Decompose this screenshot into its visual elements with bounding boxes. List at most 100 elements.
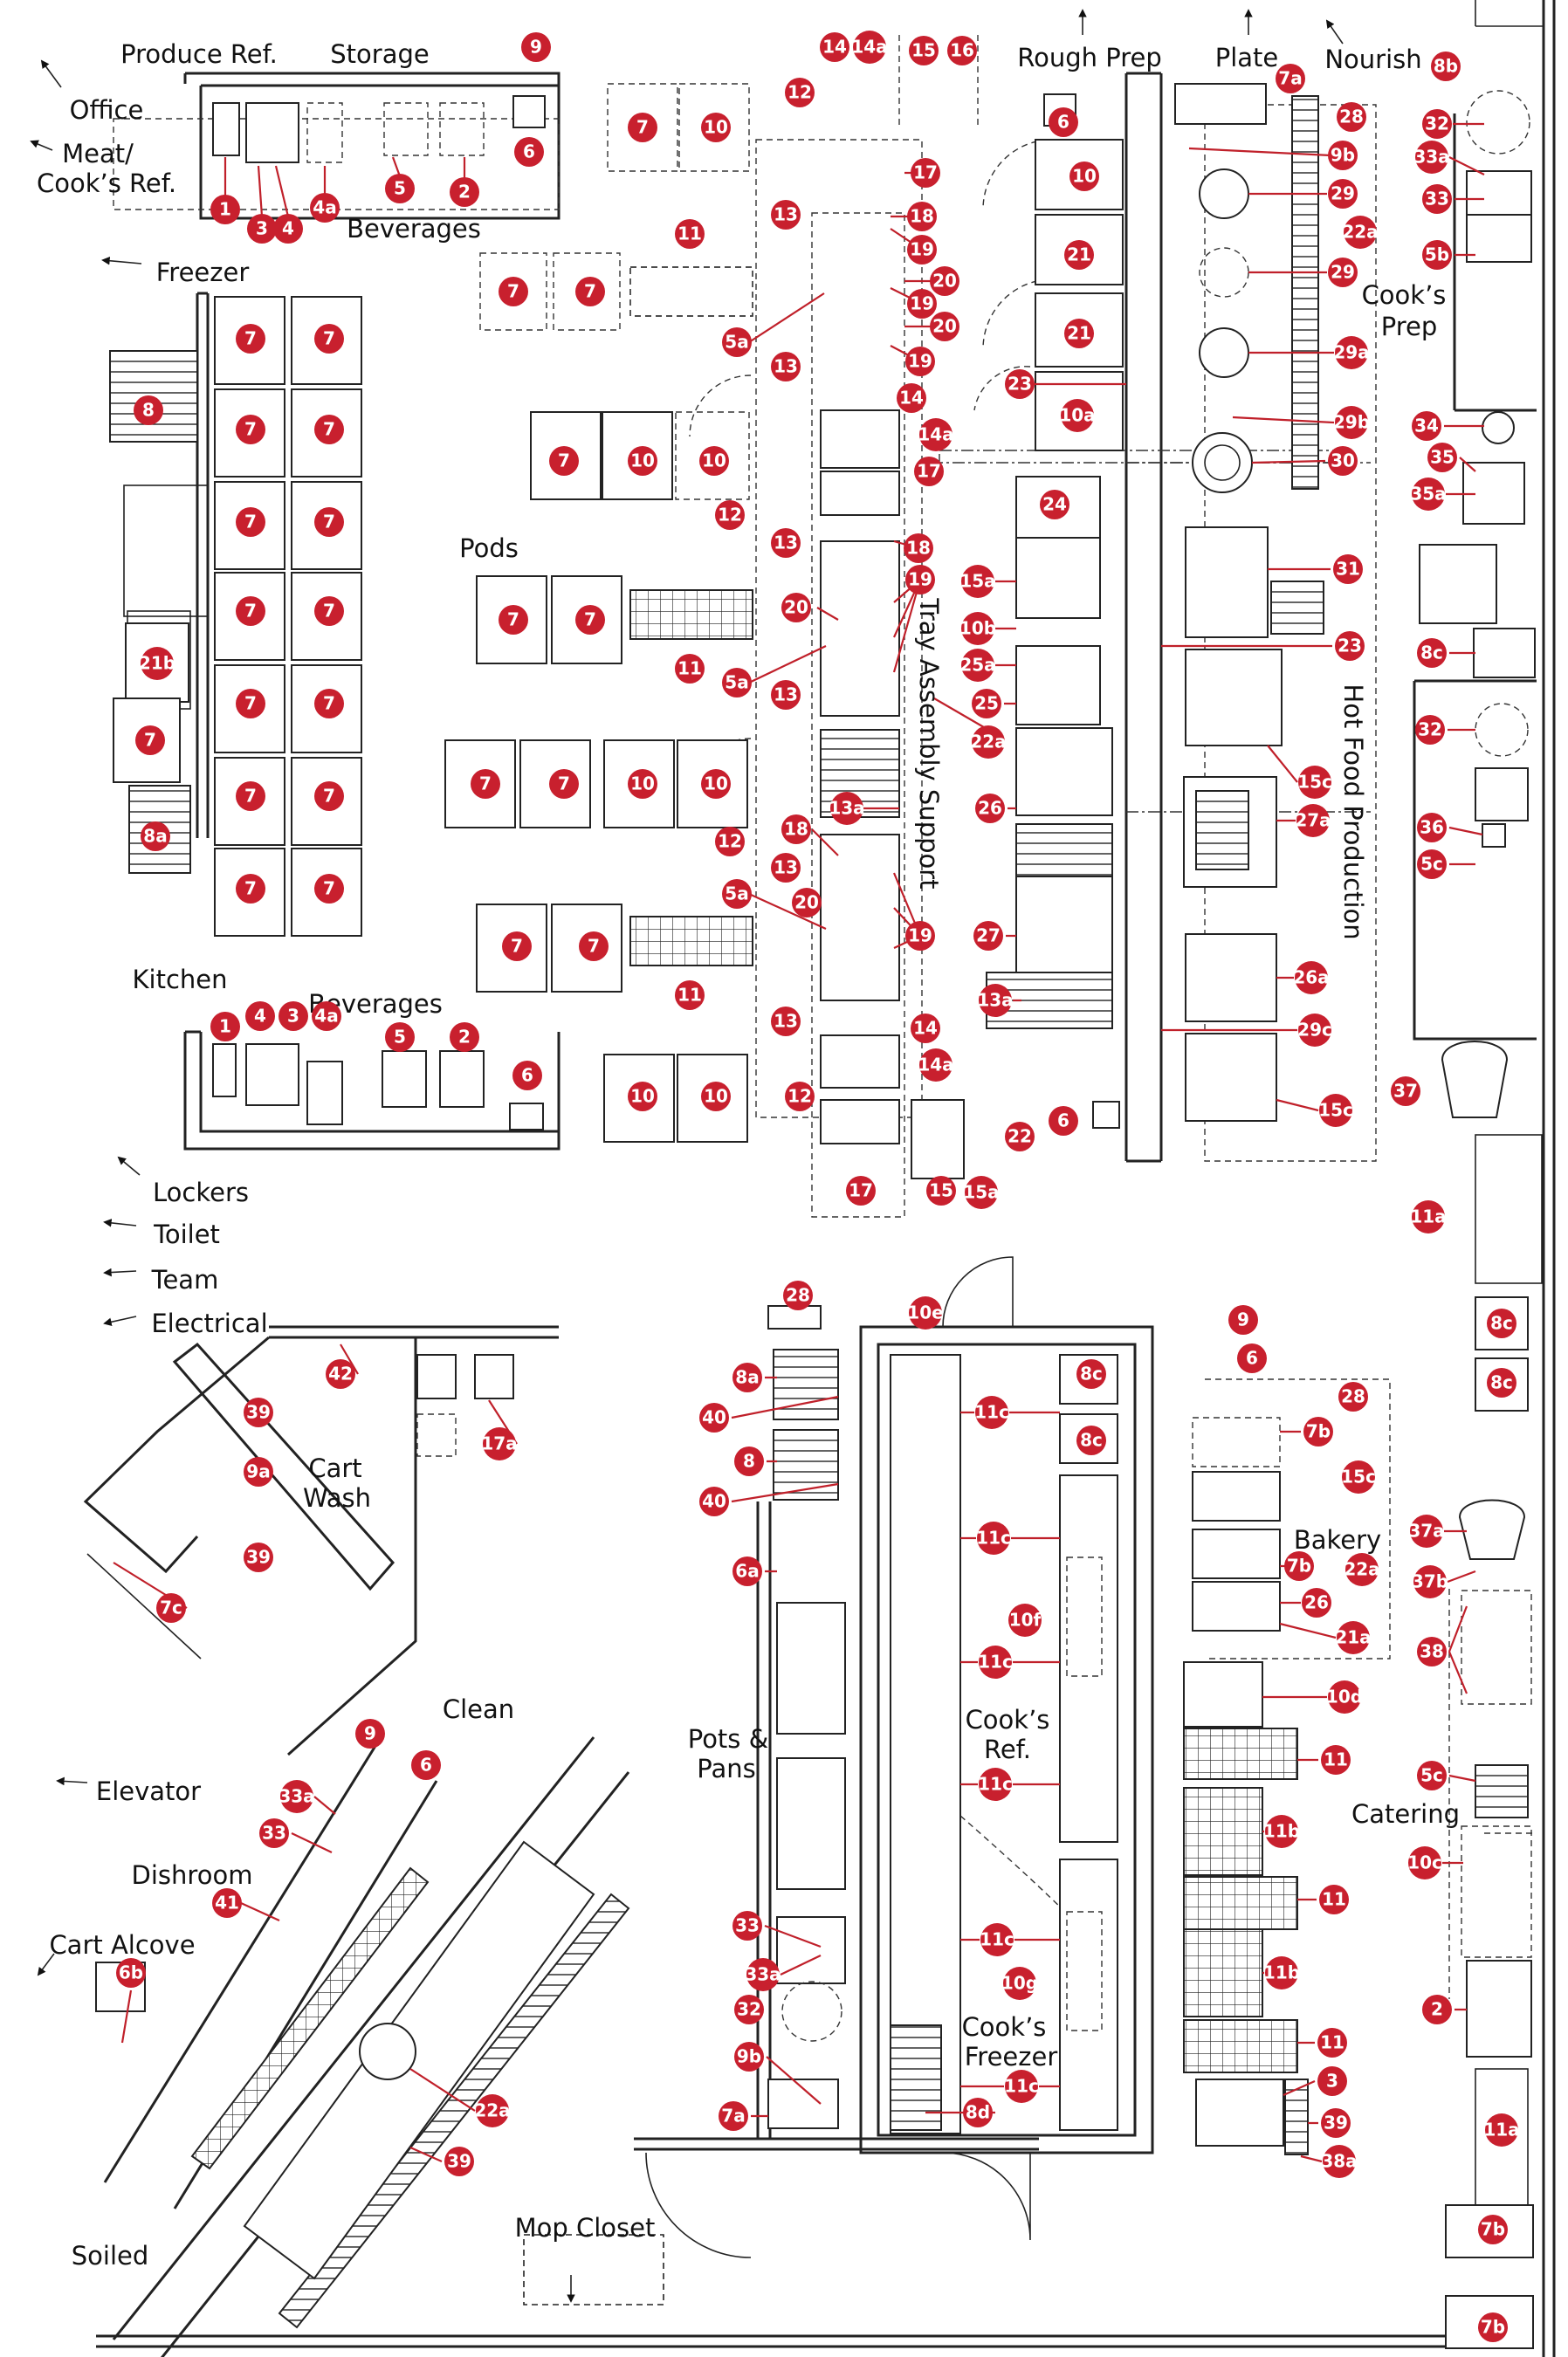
- label-team: Team: [151, 1265, 219, 1295]
- equipment-tag: 9: [521, 32, 551, 62]
- tag-number: 7: [244, 693, 257, 714]
- equipment-tag: 35a: [1410, 478, 1447, 511]
- tag-number: 14: [913, 1018, 938, 1039]
- equipment-tag: 11c: [980, 1923, 1014, 1956]
- tag-circle: [1344, 216, 1377, 249]
- label-bakery: Bakery: [1294, 1525, 1381, 1555]
- equipment-tag: 11c: [1004, 2070, 1039, 2103]
- equipment-tag: 5a: [722, 668, 752, 697]
- tag-circle: [1295, 961, 1328, 994]
- tag-circle: [1417, 638, 1447, 668]
- tag-circle: [1478, 2312, 1508, 2342]
- equipment-tag: 7: [502, 931, 532, 961]
- equipment-tag: 13a: [977, 984, 1014, 1017]
- tag-number: 33a: [279, 1786, 314, 1807]
- tag-circle: [1040, 490, 1069, 519]
- equipment-tag: 12: [785, 1082, 815, 1111]
- equipment-tag: 6: [411, 1750, 441, 1780]
- tag-circle: [1321, 1745, 1351, 1775]
- equipment-tag: 29a: [1333, 336, 1370, 369]
- equipment-tag: 6: [1049, 1106, 1078, 1136]
- equipment-tag: 7: [236, 324, 265, 354]
- tag-number: 11: [1320, 2032, 1344, 2053]
- tag-circle: [961, 649, 994, 682]
- tag-circle: [771, 352, 801, 381]
- walls: [83, 0, 1556, 2357]
- equipment-tag: 8: [734, 1446, 764, 1476]
- tag-number: 25a: [959, 655, 995, 676]
- equipment-tag: 11c: [978, 1768, 1013, 1801]
- equipment-tag: 11c: [974, 1396, 1009, 1429]
- equipment-tag: 12: [715, 827, 745, 856]
- equipment-tag: 19: [907, 289, 937, 319]
- tag-circle: [1415, 141, 1448, 174]
- equipment-tag: 13: [771, 352, 801, 381]
- tag-number: 13: [774, 533, 798, 553]
- label-office: Office: [70, 95, 144, 125]
- tag-circle: [919, 418, 952, 451]
- tag-circle: [963, 2098, 993, 2127]
- tag-circle: [575, 605, 605, 635]
- tag-number: 7: [323, 786, 335, 807]
- tag-number: 28: [1339, 107, 1364, 127]
- equipment-tag: 8c: [1417, 638, 1447, 668]
- tag-number: 7: [244, 328, 257, 349]
- tag-number: 21: [1067, 323, 1091, 344]
- tag-circle: [897, 383, 926, 413]
- tag-circle: [1415, 715, 1445, 745]
- label-cooks-ref-top: Cook’s Ref.: [37, 168, 176, 198]
- equipment-tag: 7: [236, 415, 265, 444]
- tag-circle: [975, 794, 1005, 823]
- tag-circle: [141, 647, 174, 680]
- tag-circle: [385, 1022, 415, 1052]
- tag-number: 8c: [1420, 643, 1443, 663]
- tag-circle: [1302, 1588, 1331, 1618]
- tag-circle: [980, 1923, 1014, 1956]
- label-dishroom: Dishroom: [132, 1860, 253, 1890]
- tag-number: 32: [1418, 719, 1442, 740]
- tag-circle: [675, 980, 705, 1010]
- tag-number: 8c: [1080, 1364, 1103, 1385]
- equipment-tag: 15c: [1297, 766, 1332, 799]
- equipment-tag: 8d: [963, 2098, 993, 2127]
- equipment-tag: 6: [514, 137, 544, 167]
- label-kitchen: Kitchen: [133, 965, 228, 994]
- tag-number: 4a: [313, 197, 336, 218]
- tag-number: 2: [458, 182, 471, 203]
- tag-number: 10g: [1001, 1973, 1038, 1994]
- tag-circle: [1069, 161, 1099, 191]
- tag-circle: [699, 446, 729, 476]
- label-freezer: Freezer: [156, 258, 250, 287]
- tag-circle: [355, 1719, 385, 1749]
- tag-circle: [1422, 109, 1452, 139]
- tag-circle: [1417, 849, 1447, 879]
- tag-number: 7: [479, 773, 492, 794]
- tag-number: 20: [932, 271, 957, 292]
- equipment-tag: 13: [771, 528, 801, 558]
- equipment-tag: 39: [244, 1543, 273, 1572]
- equipment-tag: 35: [1427, 443, 1457, 472]
- equipment-tag: 8a: [732, 1363, 762, 1392]
- tag-circle: [483, 1427, 516, 1460]
- equipment-tag: 7c: [156, 1593, 186, 1623]
- equipment-tag: 22a: [474, 2094, 511, 2127]
- tag-circle: [1003, 1967, 1036, 2000]
- tag-circle: [732, 1363, 762, 1392]
- equipment-tag: 7a: [719, 2101, 748, 2131]
- equipment-tag: 7: [236, 781, 265, 811]
- equipment-tag: 7: [314, 596, 344, 626]
- tag-number: 13a: [829, 798, 864, 819]
- tag-circle: [1303, 1417, 1333, 1446]
- equipment-tag: 10b: [959, 612, 996, 645]
- tag-number: 4: [282, 218, 294, 239]
- tag-number: 7: [584, 609, 596, 630]
- equipment-tag: 11c: [976, 1522, 1011, 1555]
- equipment-tag: 7: [314, 689, 344, 718]
- tag-number: 35: [1430, 447, 1455, 468]
- equipment-tag: 6: [1049, 107, 1078, 137]
- tag-number: 19: [910, 239, 934, 260]
- tag-circle: [1412, 478, 1445, 511]
- label-cart-wash-1: Cart: [308, 1453, 361, 1483]
- equipment-tag: 7: [314, 415, 344, 444]
- tag-circle: [1412, 411, 1441, 441]
